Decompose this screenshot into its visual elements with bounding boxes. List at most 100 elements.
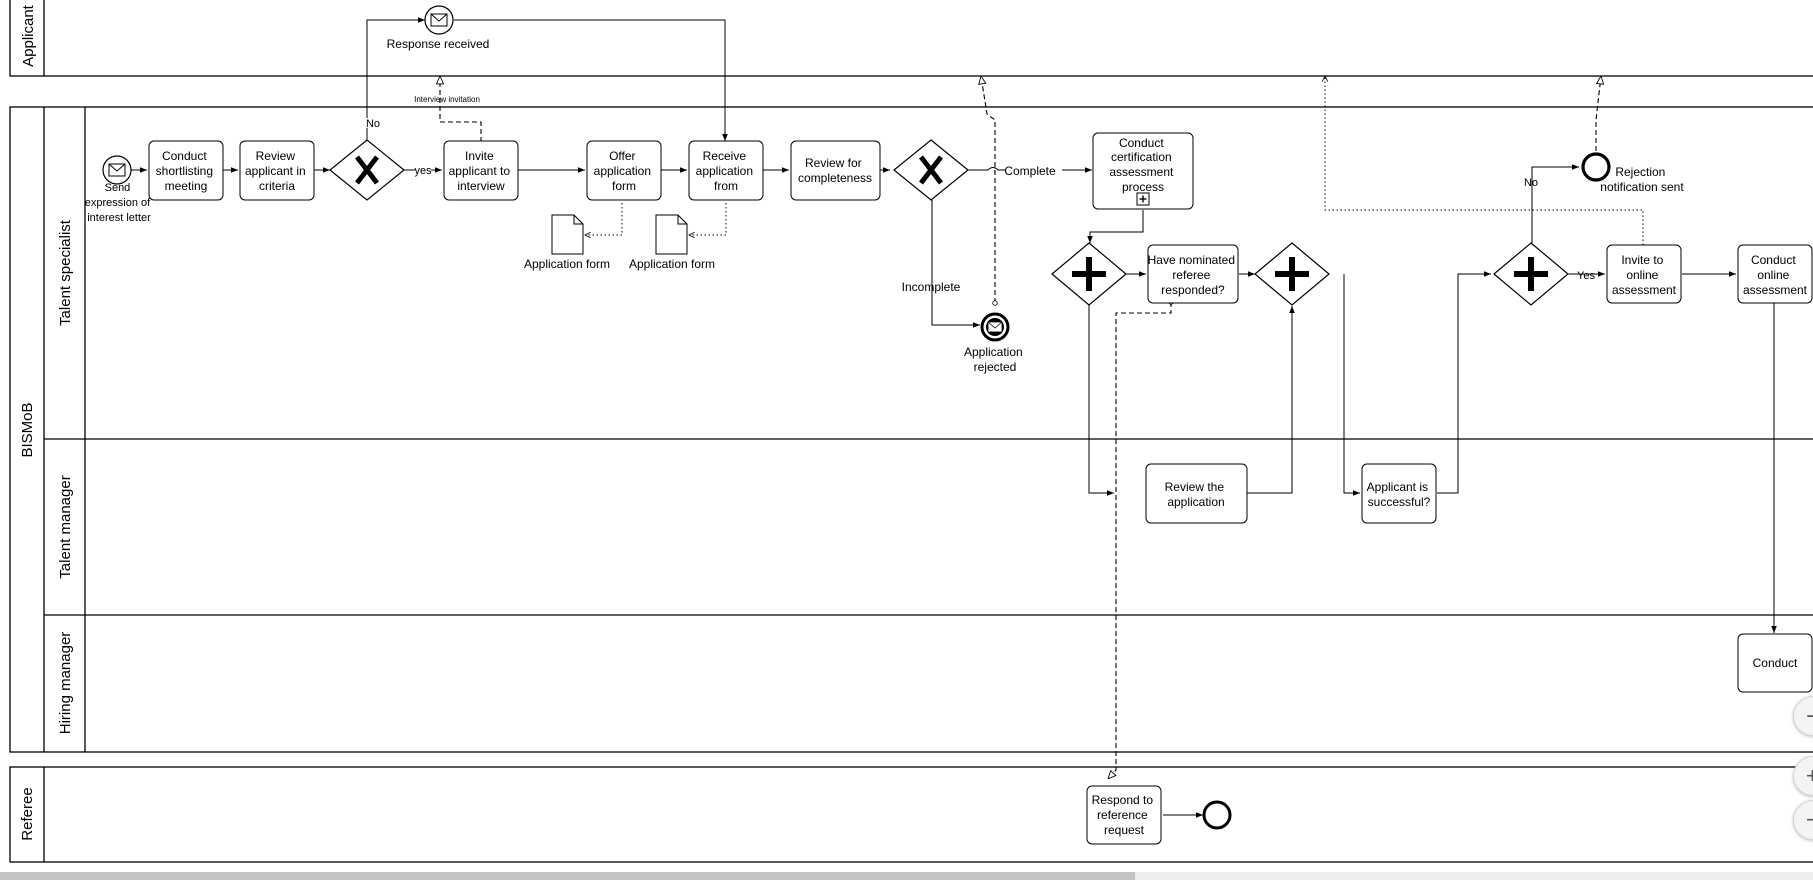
task-respond-reference[interactable]: Respond to reference request	[1086, 785, 1162, 845]
task-label-line: referee	[1172, 268, 1210, 282]
task-label-line: criteria	[259, 179, 295, 193]
task-conduct-online[interactable]: Conduct online assessment	[1737, 244, 1813, 304]
pool-label-bismob: BISMoB	[19, 402, 36, 457]
task-label-line: application	[696, 164, 753, 178]
flow-label-incomplete: Incomplete	[902, 280, 961, 294]
envelope-icon	[987, 321, 1003, 333]
flow-label-yes: yes	[414, 165, 432, 177]
task-label-line: applicant in	[245, 164, 306, 178]
svg-text:Rejection notification s: Rejection notification sent	[1600, 165, 1684, 194]
task-label-line: interview	[457, 179, 505, 193]
svg-text:Conduct shortlisting: Conduct shortlisting meeting	[156, 149, 217, 193]
flow-label-interview-invitation: Interview invitation	[414, 95, 480, 104]
svg-text:Respond to reference: Respond to reference request	[1092, 793, 1157, 837]
gateway-parallel-split[interactable]	[1051, 242, 1127, 306]
end-event-rejection-sent[interactable]: Rejection notification sent	[1581, 152, 1684, 194]
plus-icon	[1514, 257, 1548, 291]
plus-icon	[1275, 257, 1309, 291]
task-invite-interview[interactable]: Invite applicant to interview	[443, 140, 519, 201]
task-label-line: online	[1626, 268, 1658, 282]
event-label-line: Application	[964, 345, 1023, 359]
task-applicant-successful[interactable]: Applicant is successful?	[1361, 463, 1437, 524]
end-event-referee[interactable]	[1202, 800, 1232, 830]
event-label-line: notification sent	[1600, 180, 1684, 194]
task-nominated-referee[interactable]: Have nominated referee responded?	[1147, 244, 1239, 304]
task-label-line: responded?	[1161, 283, 1225, 297]
flow-labels: No yes Interview invitation Complete Inc…	[366, 95, 1595, 294]
task-label: Conduct	[1753, 656, 1798, 670]
task-label-line: application	[594, 164, 651, 178]
fit-icon: ⊹	[1806, 703, 1813, 728]
subprocess-expand-icon[interactable]	[1136, 192, 1150, 206]
svg-text:Send expression of: Send expression of interest letter	[85, 182, 154, 224]
svg-text:Conduct online ass: Conduct online assessment	[1743, 253, 1808, 297]
task-label-line: Receive	[703, 149, 747, 163]
svg-text:Review the application: Review the application	[1165, 480, 1228, 509]
svg-text:Invite applicant to: Invite applicant to interview	[449, 149, 514, 193]
task-label-line: Invite to	[1621, 253, 1663, 267]
task-conduct-shortlisting[interactable]: Conduct shortlisting meeting	[148, 140, 224, 201]
x-icon	[355, 155, 379, 185]
svg-text:Applicant is successful?: Applicant is successful?	[1367, 480, 1432, 509]
minus-icon: −	[1806, 807, 1813, 832]
task-label-line: Have nominated	[1148, 253, 1235, 267]
lane-label-applicant: Applicant	[20, 4, 37, 67]
task-label-line: applicant to	[449, 164, 511, 178]
svg-text:Receive application: Receive application from	[696, 149, 757, 193]
svg-text:Application rejected: Application rejected	[964, 345, 1026, 374]
svg-text:Invite to online a: Invite to online assessment	[1612, 253, 1677, 297]
end-event-application-rejected[interactable]: Application rejected	[964, 312, 1026, 374]
gateway-parallel-join[interactable]	[1254, 242, 1330, 306]
pool-label-referee: Referee	[19, 787, 36, 840]
task-label-line: process	[1122, 180, 1164, 194]
task-label-line: Offer	[609, 149, 635, 163]
task-label-line: online	[1757, 268, 1789, 282]
flow-label-yes-2: Yes	[1577, 270, 1595, 282]
task-label-line: successful?	[1368, 495, 1431, 509]
task-label-line: Conduct	[1119, 136, 1164, 150]
gateway-parallel-decision[interactable]	[1493, 242, 1569, 306]
data-object-label: Application form	[524, 257, 610, 271]
task-review-application[interactable]: Review the application	[1145, 463, 1248, 524]
data-object-application-form-2[interactable]: Application form	[629, 214, 715, 271]
task-review-criteria[interactable]: Review applicant in criteria	[239, 140, 315, 201]
task-label-line: assessment	[1109, 165, 1174, 179]
start-event-send-expression[interactable]: Send expression of interest letter	[85, 155, 154, 224]
task-label-line: assessment	[1612, 283, 1677, 297]
task-label-line: Conduct	[162, 149, 207, 163]
task-label-line: assessment	[1743, 283, 1808, 297]
envelope-icon	[108, 163, 126, 177]
event-label-line: interest letter	[87, 212, 151, 224]
svg-text:Review applicant in: Review applicant in criteria	[245, 149, 309, 193]
task-label-line: request	[1104, 823, 1145, 837]
task-receive-form[interactable]: Receive application from	[688, 140, 764, 201]
data-object-label: Application form	[629, 257, 715, 271]
task-label-line: shortlisting	[156, 164, 213, 178]
svg-text:Offer application: Offer application form	[594, 149, 655, 193]
plus-icon: +	[1806, 763, 1813, 788]
lane-label-talent-specialist: Talent specialist	[57, 219, 74, 326]
associations	[585, 76, 1644, 245]
event-label-line: rejected	[974, 360, 1017, 374]
horizontal-scrollbar-thumb[interactable]	[0, 872, 1135, 880]
gateway-exclusive-completeness[interactable]	[893, 139, 969, 201]
task-certification-subprocess[interactable]: Conduct certification assessment process	[1092, 132, 1194, 210]
task-offer-form[interactable]: Offer application form	[586, 140, 662, 201]
pool-referee: Referee	[9, 766, 1813, 863]
envelope-icon	[430, 13, 448, 27]
task-label-line: Applicant is	[1367, 480, 1428, 494]
task-review-completeness[interactable]: Review for completeness	[790, 140, 881, 201]
task-label-line: form	[612, 179, 636, 193]
gateway-exclusive-shortlist[interactable]	[329, 139, 405, 201]
event-label: Response received	[387, 37, 490, 51]
data-object-application-form-1[interactable]: Application form	[524, 214, 610, 271]
pool-applicant: Applicant	[9, 0, 1813, 77]
task-conduct-hiring-manager[interactable]: Conduct	[1737, 633, 1813, 693]
intermediate-event-response-received[interactable]: Response received	[387, 5, 490, 51]
svg-text:Review for completeness: Review for completeness	[798, 156, 872, 185]
task-invite-online[interactable]: Invite to online assessment	[1606, 244, 1682, 304]
x-icon	[919, 155, 943, 185]
event-label-line: expression of	[85, 197, 151, 209]
task-label-line: Review for	[805, 156, 862, 170]
